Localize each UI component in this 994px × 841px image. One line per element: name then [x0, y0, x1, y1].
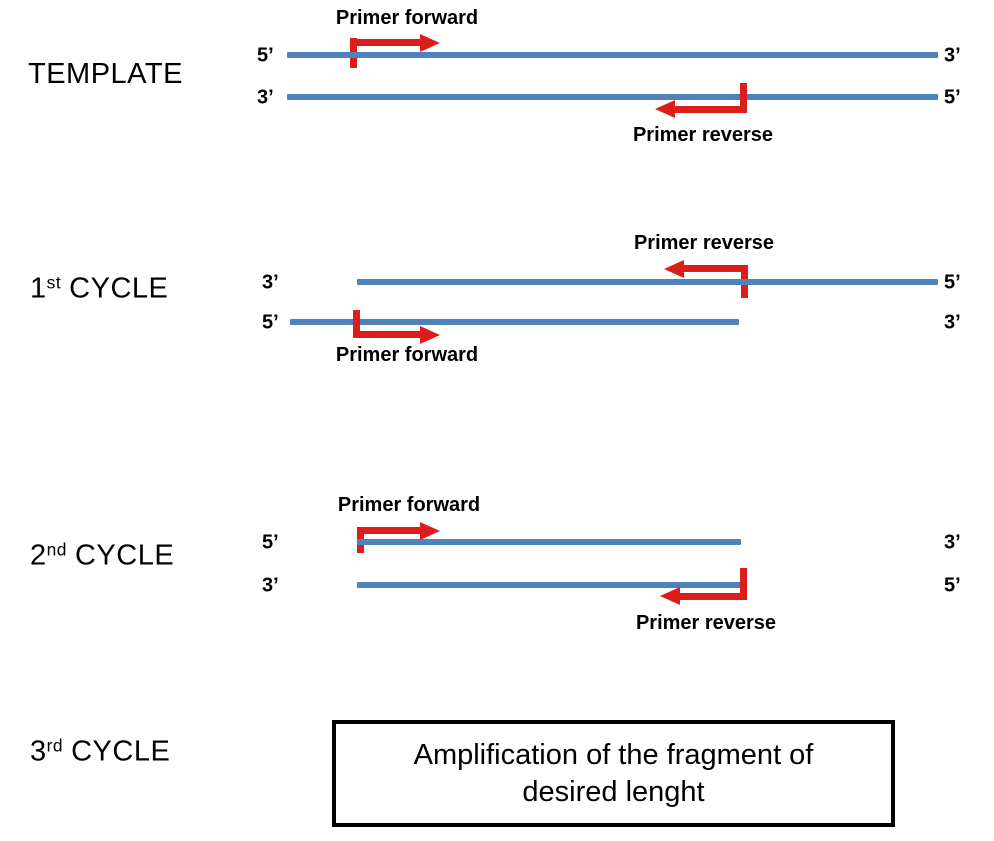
cycle-ordinal: rd [46, 735, 64, 756]
cycle-word: CYCLE [71, 735, 171, 768]
section-label-template-text: TEMPLATE [28, 58, 183, 90]
arrow-bar [740, 83, 747, 113]
cycle2-top-strand [357, 539, 741, 545]
primer-forward-label: Primer forward [335, 7, 479, 29]
arrow-bar [353, 331, 420, 338]
template-top-strand [287, 52, 938, 58]
arrow-head-right-icon [420, 34, 440, 52]
cycle-number: 2 [30, 539, 47, 572]
primer-forward-label: Primer forward [337, 494, 481, 516]
cycle-ordinal: st [46, 272, 62, 293]
arrow-bar [740, 568, 747, 600]
strand-end-label: 5’ [944, 86, 961, 109]
section-label-cycle2: 2nd CYCLE [30, 539, 175, 574]
strand-end-label: 5’ [257, 44, 274, 67]
primer-reverse-label: Primer reverse [633, 232, 775, 254]
strand-end-label: 3’ [944, 311, 961, 334]
arrow-head-right-icon [420, 522, 440, 540]
arrow-bar [350, 39, 420, 46]
primer-reverse-label: Primer reverse [632, 124, 774, 146]
section-label-cycle1: 1st CYCLE [30, 272, 169, 307]
cycle-word: CYCLE [69, 272, 169, 305]
arrow-bar [353, 310, 360, 338]
primer-reverse-label: Primer reverse [635, 612, 777, 634]
arrow-head-right-icon [420, 326, 440, 344]
cycle2-bottom-strand [357, 582, 741, 588]
strand-end-label: 5’ [944, 271, 961, 294]
strand-end-label: 3’ [262, 271, 279, 294]
cycle1-top-strand [357, 279, 938, 285]
strand-end-label: 3’ [257, 86, 274, 109]
cycle1-bottom-strand [290, 319, 739, 325]
result-box-line: desired lenght [522, 775, 705, 808]
arrow-head-left-icon [660, 587, 680, 605]
template-bottom-strand [287, 94, 938, 100]
strand-end-label: 3’ [944, 44, 961, 67]
arrow-head-left-icon [655, 100, 675, 118]
cycle-number: 1 [30, 272, 47, 305]
strand-end-label: 5’ [262, 531, 279, 554]
arrow-bar [680, 593, 747, 600]
primer-forward-label: Primer forward [335, 344, 479, 366]
strand-end-label: 3’ [944, 531, 961, 554]
arrow-bar [357, 527, 420, 534]
result-box: Amplification of the fragment of desired… [332, 720, 895, 827]
arrow-head-left-icon [664, 260, 684, 278]
strand-end-label: 5’ [262, 311, 279, 334]
strand-end-label: 3’ [262, 574, 279, 597]
section-label-cycle3: 3rd CYCLE [30, 735, 171, 770]
result-box-line: Amplification of the fragment of [413, 738, 814, 771]
cycle-ordinal: nd [46, 539, 67, 560]
strand-end-label: 5’ [944, 574, 961, 597]
section-label-template: TEMPLATE [28, 59, 183, 89]
cycle-word: CYCLE [74, 539, 175, 572]
cycle-number: 3 [30, 735, 47, 768]
arrow-bar [684, 265, 748, 272]
arrow-bar [675, 106, 747, 113]
